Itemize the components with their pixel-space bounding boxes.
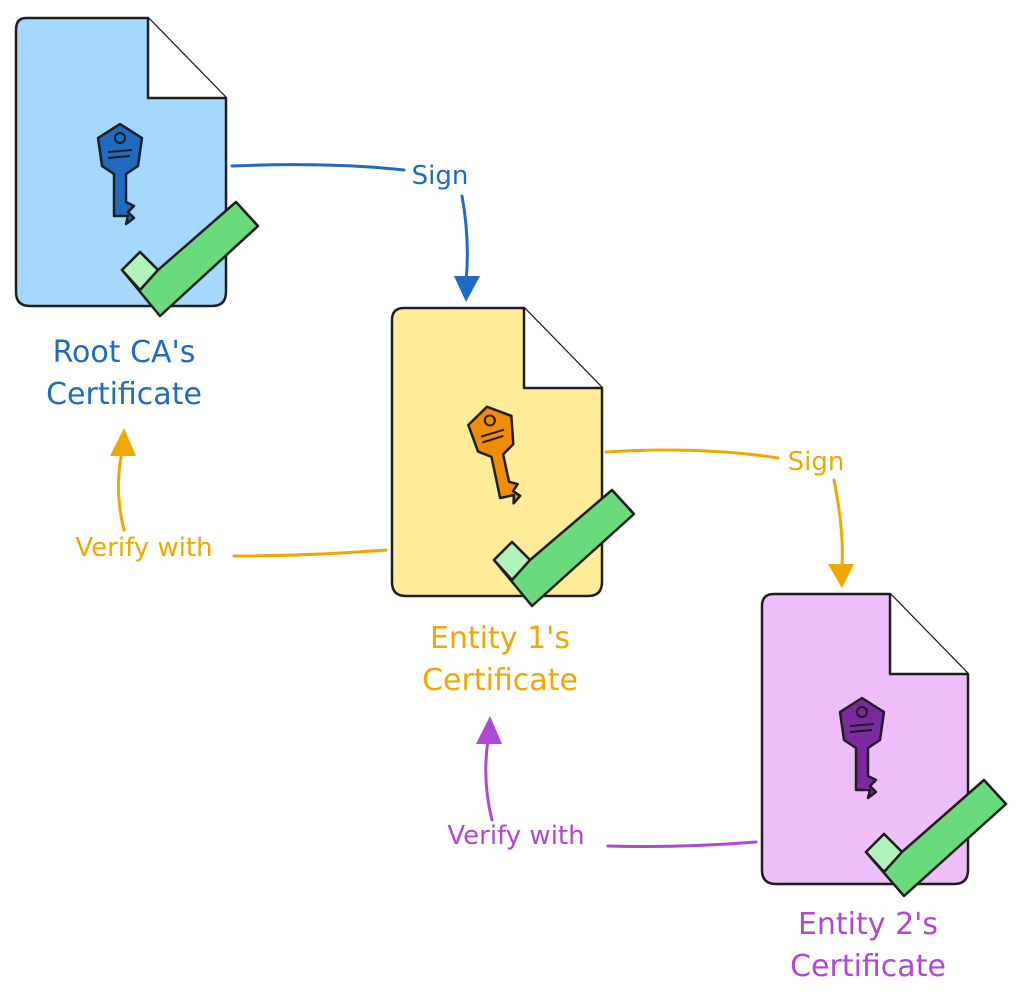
arrowhead-icon bbox=[454, 276, 480, 302]
entity2-label-line1: Entity 2's bbox=[798, 907, 938, 942]
sign-label-root: Sign bbox=[412, 161, 469, 191]
root-ca-label-line1: Root CA's bbox=[53, 335, 196, 370]
root-ca-certificate: Root CA's Certificate bbox=[14, 16, 260, 412]
root-ca-label-line2: Certificate bbox=[46, 377, 202, 412]
entity2-label-line2: Certificate bbox=[790, 949, 946, 984]
key-icon bbox=[467, 405, 522, 505]
entity2-certificate: Entity 2's Certificate bbox=[760, 592, 1008, 984]
arrowhead-icon bbox=[828, 564, 854, 588]
key-icon bbox=[96, 122, 144, 226]
verify-arrow-entity1-with-root: Verify with bbox=[75, 428, 388, 563]
check-icon bbox=[864, 778, 1008, 898]
verify-label-entity2: Verify with bbox=[447, 821, 584, 851]
verify-arrow-entity2-with-entity1: Verify with bbox=[447, 716, 758, 851]
arrowhead-icon bbox=[476, 716, 502, 744]
sign-label-entity1: Sign bbox=[788, 447, 845, 477]
entity2-document-fold bbox=[888, 594, 968, 676]
entity1-label-line1: Entity 1's bbox=[430, 621, 570, 656]
check-icon bbox=[492, 488, 636, 608]
entity1-label-line2: Certificate bbox=[422, 663, 578, 698]
root-ca-document-fold bbox=[146, 18, 226, 100]
sign-arrow-entity1-to-entity2: Sign bbox=[604, 447, 854, 588]
entity1-certificate: Entity 1's Certificate bbox=[390, 306, 636, 698]
check-icon bbox=[120, 200, 260, 318]
arrowhead-icon bbox=[110, 428, 136, 456]
sign-arrow-root-to-entity1: Sign bbox=[230, 161, 480, 302]
verify-label-entity1: Verify with bbox=[75, 533, 212, 563]
key-icon bbox=[838, 696, 886, 800]
entity1-document-fold bbox=[522, 308, 602, 390]
